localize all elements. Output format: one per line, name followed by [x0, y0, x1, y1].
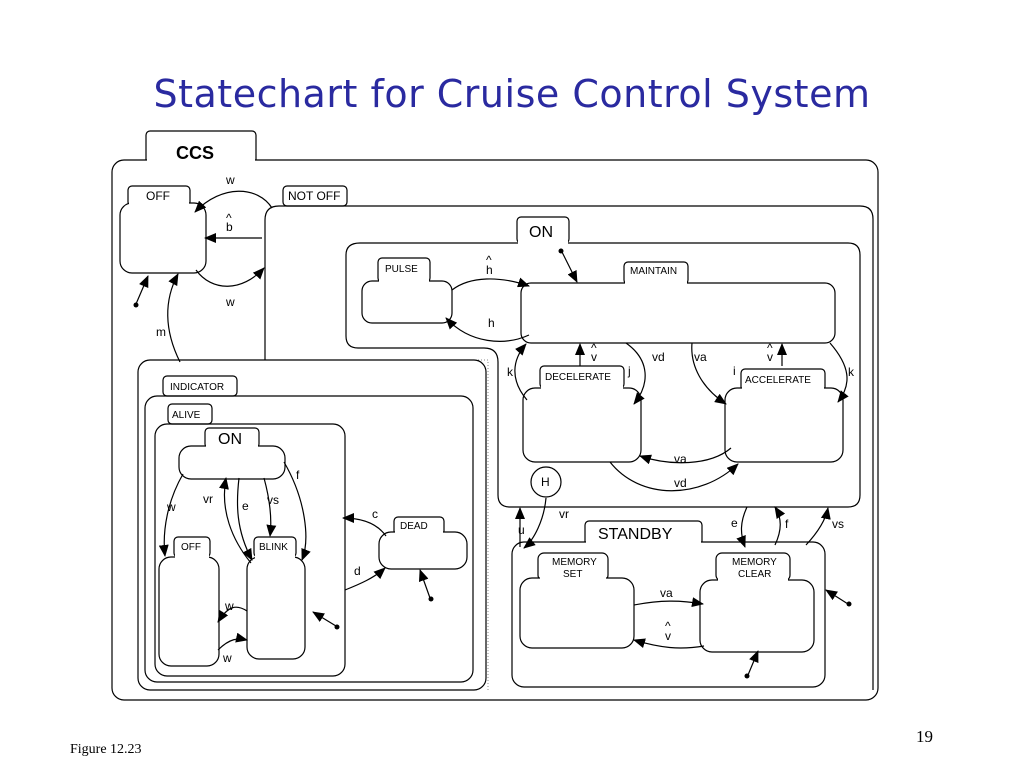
- state-decelerate: DECELERATE: [522, 365, 642, 463]
- label-k-left: k: [507, 365, 514, 379]
- label-vd-mid: vd: [674, 476, 687, 490]
- alive-inner-region: [154, 423, 346, 677]
- indicator-on-label: ON: [218, 431, 242, 448]
- page-number: 19: [916, 727, 933, 746]
- state-indicator-on: ON: [178, 427, 286, 480]
- ccs-label: CCS: [176, 143, 214, 163]
- state-indicator: INDICATOR: [137, 359, 487, 691]
- label-h-top: h: [486, 263, 493, 277]
- alive-label: ALIVE: [172, 410, 201, 421]
- label-m: m: [156, 325, 166, 339]
- label-h-bottom: h: [488, 316, 495, 330]
- state-blink: BLINK: [246, 536, 306, 660]
- history-state: H: [530, 466, 562, 498]
- state-off: OFF: [119, 185, 207, 274]
- label-va-standby: va: [660, 586, 673, 600]
- on-label: ON: [529, 224, 553, 241]
- label-vs-right: vs: [832, 517, 844, 531]
- transition-labels: w ^ b w m ^ h h k ^ v j vd va i ^ v k va…: [156, 173, 855, 665]
- label-w-blink-bottom: w: [222, 651, 232, 665]
- standby-label: STANDBY: [598, 526, 673, 543]
- label-u: u: [518, 523, 525, 537]
- label-v-hat-standby: ^: [665, 619, 671, 633]
- label-v-hat-right: ^: [767, 341, 773, 355]
- label-vr-right: vr: [559, 507, 569, 521]
- state-not-off: NOT OFF: [264, 185, 874, 690]
- label-w-top: w: [225, 173, 235, 187]
- label-v-hat-left: ^: [591, 341, 597, 355]
- label-va-mid: va: [674, 452, 687, 466]
- label-h-hat: ^: [486, 253, 492, 267]
- label-vd-top: vd: [652, 350, 665, 364]
- label-v-left: v: [591, 350, 597, 364]
- indicator-off-label: OFF: [181, 542, 201, 553]
- label-c: c: [372, 507, 378, 521]
- memory-set-label-2: SET: [563, 569, 582, 580]
- state-dead: DEAD: [378, 516, 468, 570]
- label-j: j: [627, 364, 631, 378]
- label-vr-ind: vr: [203, 492, 213, 506]
- label-e-right: e: [731, 516, 738, 530]
- label-v-standby: v: [665, 629, 671, 643]
- label-f-right: f: [785, 517, 789, 531]
- off-label: OFF: [146, 189, 170, 203]
- accelerate-label: ACCELERATE: [745, 375, 811, 386]
- maintain-label: MAINTAIN: [630, 266, 677, 277]
- blink-label: BLINK: [259, 542, 288, 553]
- label-w-ind: w: [166, 500, 176, 514]
- label-w-bottom: w: [225, 295, 235, 309]
- state-pulse: PULSE: [361, 257, 453, 324]
- label-f-ind: f: [296, 468, 300, 482]
- state-alive: ALIVE: [144, 395, 474, 683]
- transitions: [133, 190, 852, 679]
- state-accelerate: ACCELERATE: [724, 368, 844, 463]
- label-i: i: [733, 364, 736, 378]
- label-w-blink-top: w: [224, 599, 234, 613]
- label-b-hat: ^: [226, 211, 232, 225]
- label-d: d: [354, 564, 361, 578]
- decelerate-label: DECELERATE: [545, 372, 611, 383]
- label-va-top: va: [694, 350, 707, 364]
- state-memory-set: MEMORY SET: [519, 552, 635, 649]
- history-label: H: [541, 475, 550, 489]
- concurrency-divider: [265, 359, 489, 690]
- figure-caption: Figure 12.23: [70, 742, 142, 757]
- label-k-right: k: [848, 365, 855, 379]
- memory-set-label-1: MEMORY: [552, 557, 597, 568]
- label-u-hat: ^: [518, 509, 524, 523]
- label-v-right: v: [767, 350, 773, 364]
- memory-clear-label-1: MEMORY: [732, 557, 777, 568]
- memory-clear-label-2: CLEAR: [738, 569, 771, 580]
- not-off-label: NOT OFF: [288, 189, 340, 203]
- label-vs-ind: vs: [267, 493, 279, 507]
- dead-label: DEAD: [400, 521, 428, 532]
- state-maintain: MAINTAIN: [520, 261, 836, 344]
- label-b: b: [226, 220, 233, 234]
- label-e-ind: e: [242, 499, 249, 513]
- state-indicator-off: OFF: [158, 536, 220, 667]
- pulse-label: PULSE: [385, 264, 418, 275]
- state-memory-clear: MEMORY CLEAR: [699, 552, 815, 653]
- indicator-label: INDICATOR: [170, 382, 224, 393]
- page-title: Statechart for Cruise Control System: [153, 72, 871, 116]
